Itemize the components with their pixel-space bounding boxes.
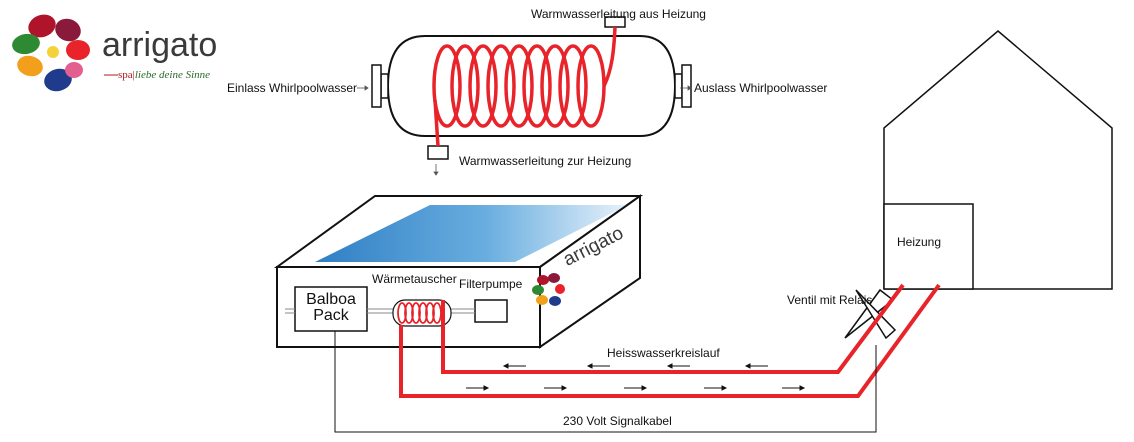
tagline-sub: liebe deine Sinne [134,69,211,81]
heat-exchanger-detail [357,16,692,176]
label-inlet: Einlass Whirlpoolwasser [227,81,358,95]
label-pump: Filterpumpe [459,277,523,291]
label-hot-in: Warmwasserleitung aus Heizung [531,7,706,21]
label-exchanger: Wärmetauscher [372,272,457,286]
label-cable: 230 Volt Signalkabel [563,414,672,428]
flow-arrows [466,363,806,391]
filter-pump-box [474,299,508,323]
signal-cable [334,331,877,433]
logo-brand: arrigato [102,26,218,64]
spa-tub [273,194,644,349]
label-loop: Heisswasserkreislauf [607,346,720,360]
tagline-spa: spa [118,69,133,81]
label-outlet: Auslass Whirlpoolwasser [694,81,828,95]
logo-flower-icon [12,14,90,92]
hot-water-circuit [399,283,941,398]
label-hot-out: Warmwasserleitung zur Heizung [459,154,632,168]
spa-logo-icon [532,273,565,306]
house [883,30,1113,290]
heating-box [883,203,974,290]
logo-tagline: spa|liebe deine Sinne [118,69,211,81]
label-valve: Ventil mit Relais [787,293,873,307]
label-balboa: Balboa Pack [306,291,356,324]
valve-icon [844,288,897,340]
label-heating: Heizung [897,235,942,249]
